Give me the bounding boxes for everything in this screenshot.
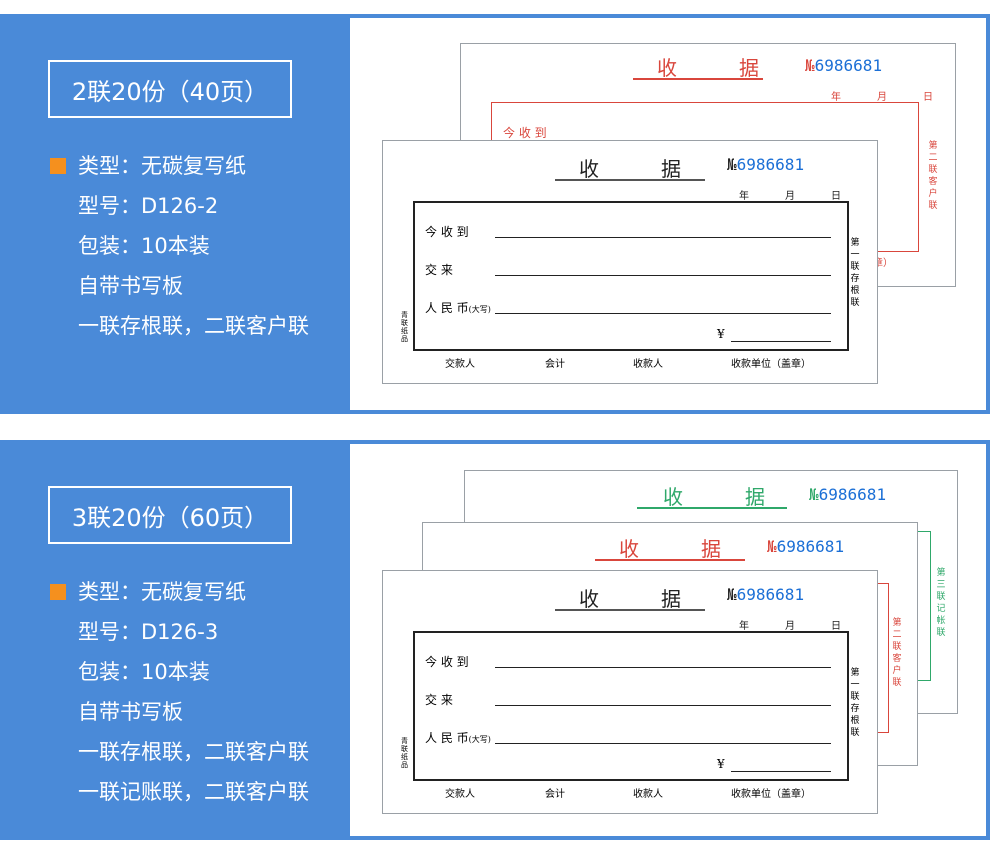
row-from-label: 交 来	[425, 693, 453, 707]
spec-item: 类型：无碳复写纸	[48, 146, 309, 186]
side-label: 第二联客户联	[892, 618, 902, 688]
spec-item: 自带书写板	[78, 274, 183, 298]
receipt-number: №6986681	[727, 585, 805, 604]
row-line	[495, 313, 831, 314]
side-label: 第一联存根联	[850, 668, 860, 738]
product-panel-3-copy: 3联20份（60页） 类型：无碳复写纸 型号：D126-3 包装：10本装 自带…	[0, 440, 990, 840]
side-label: 第三联记帐联	[936, 568, 946, 638]
row-received-label: 今 收 到	[503, 126, 547, 140]
yen-label: ¥	[717, 757, 725, 771]
receipt-title: 收据	[619, 537, 723, 561]
panel-title: 3联20份（60页）	[48, 486, 292, 544]
receipt-inner-box	[413, 201, 849, 351]
receipt-image: 收据 №6986681 第三联记帐联 收据 №6986681 第二联客户联 收据…	[350, 444, 986, 836]
receipt-title: 收据	[657, 56, 761, 80]
spec-item: 型号：D126-3	[78, 620, 219, 644]
brand-tag: 青联纸品	[401, 311, 408, 343]
brand-tag: 青联纸品	[401, 737, 408, 769]
bullet-square-icon	[50, 158, 66, 174]
row-line	[495, 705, 831, 706]
receipt-inner-box	[413, 631, 849, 781]
partial-seal: 章）	[873, 258, 893, 269]
row-line	[495, 743, 831, 744]
receipt-title: 收据	[579, 587, 683, 611]
receipt-date: 年月日	[739, 621, 841, 632]
title-underline	[633, 78, 763, 80]
row-received-label: 今 收 到	[425, 655, 469, 669]
receipt-number: №6986681	[767, 537, 845, 556]
row-rmb-label: 人 民 币(大写)	[425, 731, 491, 745]
spec-item: 一联存根联，二联客户联	[78, 740, 309, 764]
spec-item: 自带书写板	[78, 700, 183, 724]
receipt-date: 年月日	[831, 92, 933, 103]
receipt-copy-black: 收据 №6986681 年月日 今 收 到 交 来 人 民 币(大写) ¥ 第一…	[382, 570, 878, 814]
spec-item: 一联存根联，二联客户联	[78, 314, 309, 338]
spec-item: 型号：D126-2	[78, 194, 219, 218]
receipt-date: 年月日	[739, 191, 841, 202]
row-line	[495, 275, 831, 276]
receipt-image: 收据 №6986681 年月日 今 收 到 第二联客户联 章） 收据 №6986…	[350, 18, 986, 410]
receipt-title: 收据	[579, 157, 683, 181]
receipt-copy-black: 收据 №6986681 年月日 今 收 到 交 来 人 民 币(大写) ¥ 第一…	[382, 140, 878, 384]
spec-item: 包装：10本装	[78, 234, 210, 258]
row-line	[495, 237, 831, 238]
spec-item: 类型：无碳复写纸	[48, 572, 309, 612]
title-underline	[555, 609, 705, 611]
panel-title: 2联20份（40页）	[48, 60, 292, 118]
spec-item: 包装：10本装	[78, 660, 210, 684]
receipt-title: 收据	[663, 485, 767, 509]
receipt-number: №6986681	[727, 155, 805, 174]
row-line	[495, 667, 831, 668]
product-panel-2-copy: 2联20份（40页） 类型：无碳复写纸 型号：D126-2 包装：10本装 自带…	[0, 14, 990, 414]
title-underline	[555, 179, 705, 181]
spec-item: 一联记账联，二联客户联	[78, 780, 309, 804]
receipt-number: №6986681	[805, 56, 883, 75]
title-underline	[637, 507, 787, 509]
yen-label: ¥	[717, 327, 725, 341]
spec-list: 类型：无碳复写纸 型号：D126-3 包装：10本装 自带书写板 一联存根联，二…	[48, 572, 309, 812]
row-from-label: 交 来	[425, 263, 453, 277]
side-label: 第二联客户联	[928, 141, 938, 211]
bullet-square-icon	[50, 584, 66, 600]
yen-line	[731, 341, 831, 342]
title-underline	[595, 559, 745, 561]
receipt-number: №6986681	[809, 485, 887, 504]
side-label: 第一联存根联	[850, 238, 860, 308]
spec-list: 类型：无碳复写纸 型号：D126-2 包装：10本装 自带书写板 一联存根联，二…	[48, 146, 309, 346]
row-received-label: 今 收 到	[425, 225, 469, 239]
yen-line	[731, 771, 831, 772]
row-rmb-label: 人 民 币(大写)	[425, 301, 491, 315]
